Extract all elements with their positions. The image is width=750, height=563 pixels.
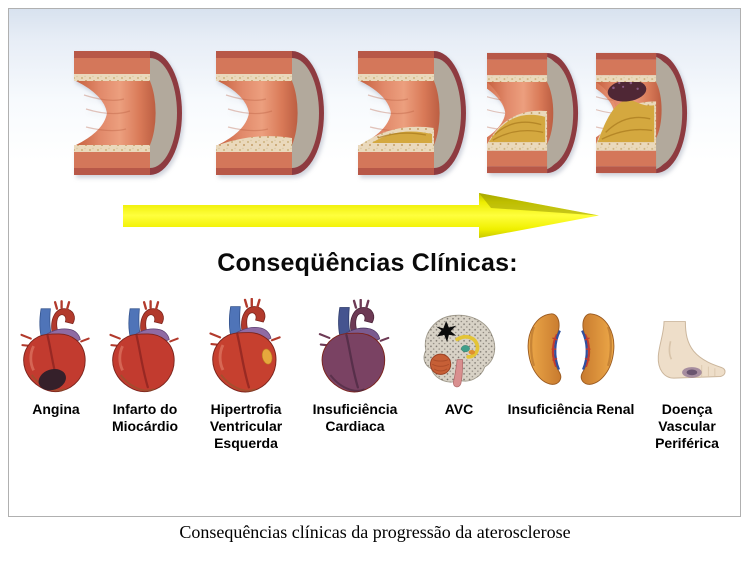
artery-stage-1-icon — [74, 50, 183, 176]
consequence-label: Angina — [32, 401, 80, 417]
consequences-row: Angina Infarto do Miocárdio — [15, 292, 739, 452]
foot-icon — [646, 292, 728, 394]
heart-infarction-icon — [103, 292, 187, 394]
progression-arrow-icon — [123, 192, 600, 240]
kidneys-icon — [520, 292, 622, 394]
atherosclerosis-progression-row — [61, 43, 689, 183]
consequence-item-insuficiencia-renal: Insuficiência Renal — [507, 292, 635, 452]
consequence-item-infarto: Infarto do Miocárdio — [97, 292, 193, 452]
consequence-label: Hipertrofia Ventricular Esquerda — [209, 401, 283, 452]
consequence-item-hipertrofia: Hipertrofia Ventricular Esquerda — [193, 292, 299, 452]
heart-hypertrophy-icon — [202, 292, 290, 394]
heart-failure-icon — [312, 292, 398, 394]
consequence-label: Insuficiência Cardiaca — [312, 401, 398, 435]
figure-caption: Consequências clínicas da progressão da … — [179, 522, 571, 542]
consequence-item-angina: Angina — [15, 292, 97, 452]
artery-stage-3-icon — [358, 50, 467, 176]
figure-frame: Conseqüências Clínicas: Angina — [8, 8, 741, 517]
clinical-consequences-title: Conseqüências Clínicas: — [217, 249, 518, 277]
brain-stroke-icon — [413, 292, 505, 394]
consequence-label: Doença Vascular Periférica — [655, 401, 719, 452]
consequence-item-avc: AVC — [411, 292, 507, 452]
artery-stage-5-icon — [596, 52, 688, 174]
artery-stage-2-icon — [216, 50, 325, 176]
heart-angina-icon — [14, 292, 98, 394]
artery-stage-4-icon — [487, 52, 579, 174]
consequence-label: AVC — [444, 401, 474, 417]
consequence-item-doenca-vascular: Doença Vascular Periférica — [635, 292, 739, 452]
consequence-item-insuficiencia-cardiaca: Insuficiência Cardiaca — [299, 292, 411, 452]
consequence-label: Insuficiência Renal — [507, 401, 635, 417]
consequence-label: Infarto do Miocárdio — [111, 401, 179, 435]
